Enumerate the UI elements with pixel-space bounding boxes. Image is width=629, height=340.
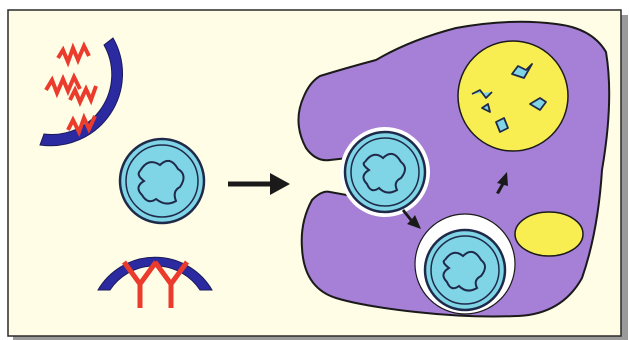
- particle-disc: [120, 139, 204, 223]
- engulfing-disc: [345, 132, 425, 212]
- phagosome-particle: [415, 214, 515, 314]
- digestive-vacuole: [458, 41, 568, 151]
- free-particle: [120, 139, 204, 223]
- engulfing-particle: [340, 127, 430, 217]
- small-granule: [515, 212, 583, 256]
- phagosome-disc: [425, 230, 505, 310]
